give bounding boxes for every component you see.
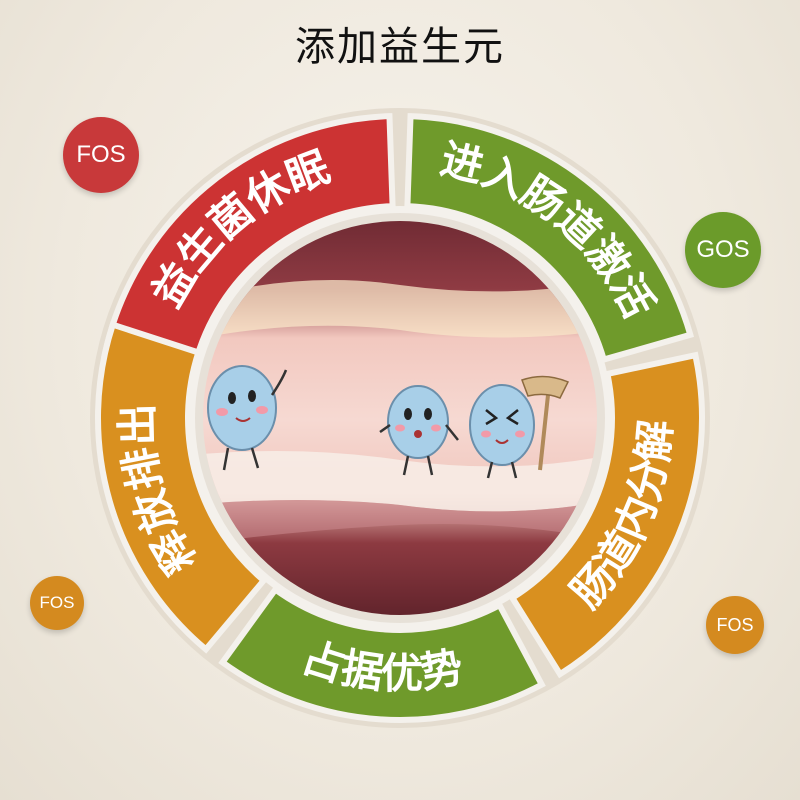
gos-badge: GOS [685, 212, 761, 288]
bacterium-left [207, 365, 288, 471]
fos-badge-top: FOS [63, 117, 139, 193]
bacterium-right [469, 384, 535, 479]
fos-badge-right: FOS [706, 596, 764, 654]
page-title: 添加益生元 [295, 24, 505, 70]
broom-icon [521, 375, 570, 471]
fos-badge-left: FOS [30, 576, 84, 630]
bacterium-middle [379, 385, 459, 476]
